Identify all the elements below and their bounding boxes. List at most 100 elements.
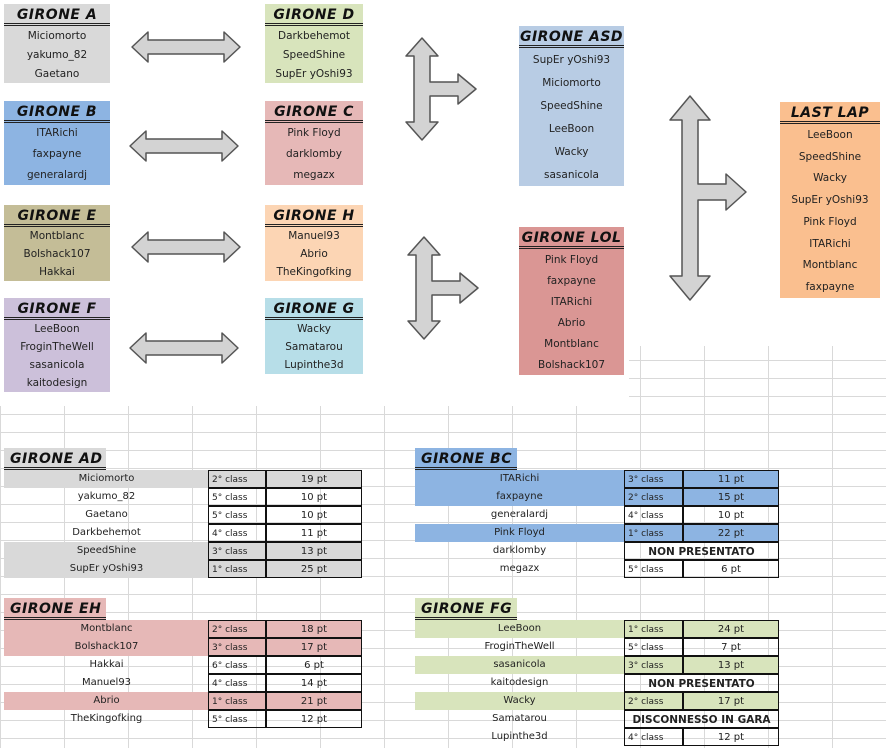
rank-cell: 5° class bbox=[208, 506, 266, 524]
player-name: sasanicola bbox=[544, 168, 599, 181]
player-name-cell: Lupinthe3d bbox=[491, 731, 548, 742]
group-title: LAST LAP bbox=[780, 102, 880, 124]
player-name-cell: Miciomorto bbox=[4, 470, 209, 488]
player-name: kaitodesign bbox=[26, 377, 88, 389]
rank-cell: 2° class bbox=[624, 488, 683, 506]
points-cell: 7 pt bbox=[683, 638, 779, 656]
player-name-cell: LeeBoon bbox=[415, 620, 624, 638]
rank-cell: 3° class bbox=[624, 656, 683, 674]
points-cell: 17 pt bbox=[683, 692, 779, 710]
points-cell: 10 pt bbox=[266, 506, 362, 524]
player-name: Abrio bbox=[300, 248, 328, 260]
player-name: ITARichi bbox=[36, 127, 78, 140]
rank-cell: 4° class bbox=[208, 524, 266, 542]
rank-cell: 2° class bbox=[624, 692, 683, 710]
group-title: GIRONE E bbox=[4, 205, 110, 227]
points-cell: 17 pt bbox=[266, 638, 362, 656]
player-name: SpeedShine bbox=[798, 150, 862, 163]
player-name: Abrio bbox=[557, 316, 586, 329]
player-name: SupEr yOshi93 bbox=[532, 53, 611, 66]
player-name: TheKingofking bbox=[276, 266, 352, 278]
player-name: megazx bbox=[293, 168, 335, 181]
rank-cell: 1° class bbox=[208, 560, 266, 578]
rank-cell: 1° class bbox=[624, 620, 683, 638]
group-b: GIRONE B ITARichi faxpayne generalardj bbox=[4, 101, 110, 185]
rank-cell: 5° class bbox=[208, 488, 266, 506]
points-cell: 15 pt bbox=[683, 488, 779, 506]
player-name: SpeedShine bbox=[540, 99, 603, 112]
player-name-cell: TheKingofking bbox=[70, 713, 143, 724]
rank-cell: 1° class bbox=[208, 692, 266, 710]
group-title: GIRONE G bbox=[265, 298, 363, 320]
points-cell: 12 pt bbox=[683, 728, 779, 746]
group-title: GIRONE B bbox=[4, 101, 110, 123]
rank-cell: 3° class bbox=[208, 542, 266, 560]
group-title: GIRONE A bbox=[4, 4, 110, 26]
player-name-cell: Wacky bbox=[415, 692, 624, 710]
player-name: Montblanc bbox=[29, 230, 85, 242]
player-name: Darkbehemot bbox=[278, 29, 350, 42]
player-name-cell: Bolshack107 bbox=[4, 638, 209, 656]
merge-arrow-icon bbox=[669, 95, 747, 301]
player-name: LeeBoon bbox=[548, 122, 595, 135]
player-name-cell: faxpayne bbox=[415, 488, 624, 506]
player-name: Montblanc bbox=[802, 259, 858, 272]
player-name: Manuel93 bbox=[288, 230, 340, 242]
player-name-cell: generalardj bbox=[490, 509, 549, 520]
rank-cell: 5° class bbox=[624, 560, 683, 578]
player-name-cell: Darkbehemot bbox=[72, 527, 141, 538]
player-name-cell: darklomby bbox=[492, 545, 547, 556]
player-name-cell: FroginTheWell bbox=[484, 641, 555, 652]
player-name-cell: yakumo_82 bbox=[77, 491, 136, 502]
player-name: ITARichi bbox=[809, 237, 851, 250]
player-name: Wacky bbox=[554, 145, 589, 158]
player-name: Pink Floyd bbox=[544, 253, 599, 266]
points-cell: 10 pt bbox=[266, 488, 362, 506]
points-cell: 6 pt bbox=[683, 560, 779, 578]
points-cell: 18 pt bbox=[266, 620, 362, 638]
player-name: Hakkai bbox=[39, 266, 75, 278]
table-title: GIRONE FG bbox=[415, 598, 517, 620]
rank-cell: 4° class bbox=[624, 728, 683, 746]
player-name: Wacky bbox=[297, 323, 331, 335]
group-title: GIRONE F bbox=[4, 298, 110, 320]
rank-cell: 4° class bbox=[624, 506, 683, 524]
group-title: GIRONE H bbox=[265, 205, 363, 227]
double-arrow-icon bbox=[131, 31, 241, 63]
player-name: faxpayne bbox=[547, 274, 596, 287]
points-cell: 13 pt bbox=[683, 656, 779, 674]
player-name: faxpayne bbox=[32, 147, 82, 160]
points-cell: 12 pt bbox=[266, 710, 362, 728]
player-name: SupEr yOshi93 bbox=[791, 194, 869, 207]
player-name: generalardj bbox=[26, 168, 88, 181]
player-name: ITARichi bbox=[550, 295, 593, 308]
points-cell: 11 pt bbox=[266, 524, 362, 542]
player-name: LeeBoon bbox=[34, 323, 80, 335]
group-title: GIRONE C bbox=[265, 101, 363, 123]
double-arrow-icon bbox=[129, 332, 239, 364]
player-name: SpeedShine bbox=[282, 48, 346, 61]
points-cell: 14 pt bbox=[266, 674, 362, 692]
player-name-cell: SpeedShine bbox=[4, 542, 209, 560]
rank-cell: 2° class bbox=[208, 470, 266, 488]
merge-arrow-icon bbox=[407, 236, 479, 340]
player-name: SupEr yOshi93 bbox=[275, 67, 353, 80]
points-cell: 24 pt bbox=[683, 620, 779, 638]
points-cell: 22 pt bbox=[683, 524, 779, 542]
player-name-cell: kaitodesign bbox=[490, 677, 549, 688]
